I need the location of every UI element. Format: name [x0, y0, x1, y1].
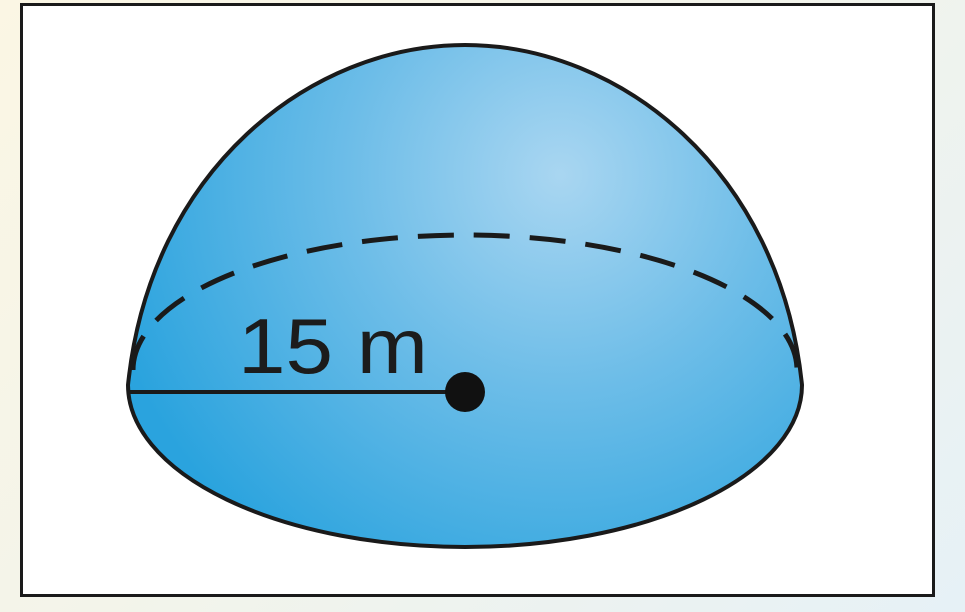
center-point — [445, 372, 485, 412]
radius-label: 15 m — [238, 302, 428, 390]
hemisphere-body — [126, 43, 804, 549]
hidden-base-edge — [130, 232, 800, 371]
